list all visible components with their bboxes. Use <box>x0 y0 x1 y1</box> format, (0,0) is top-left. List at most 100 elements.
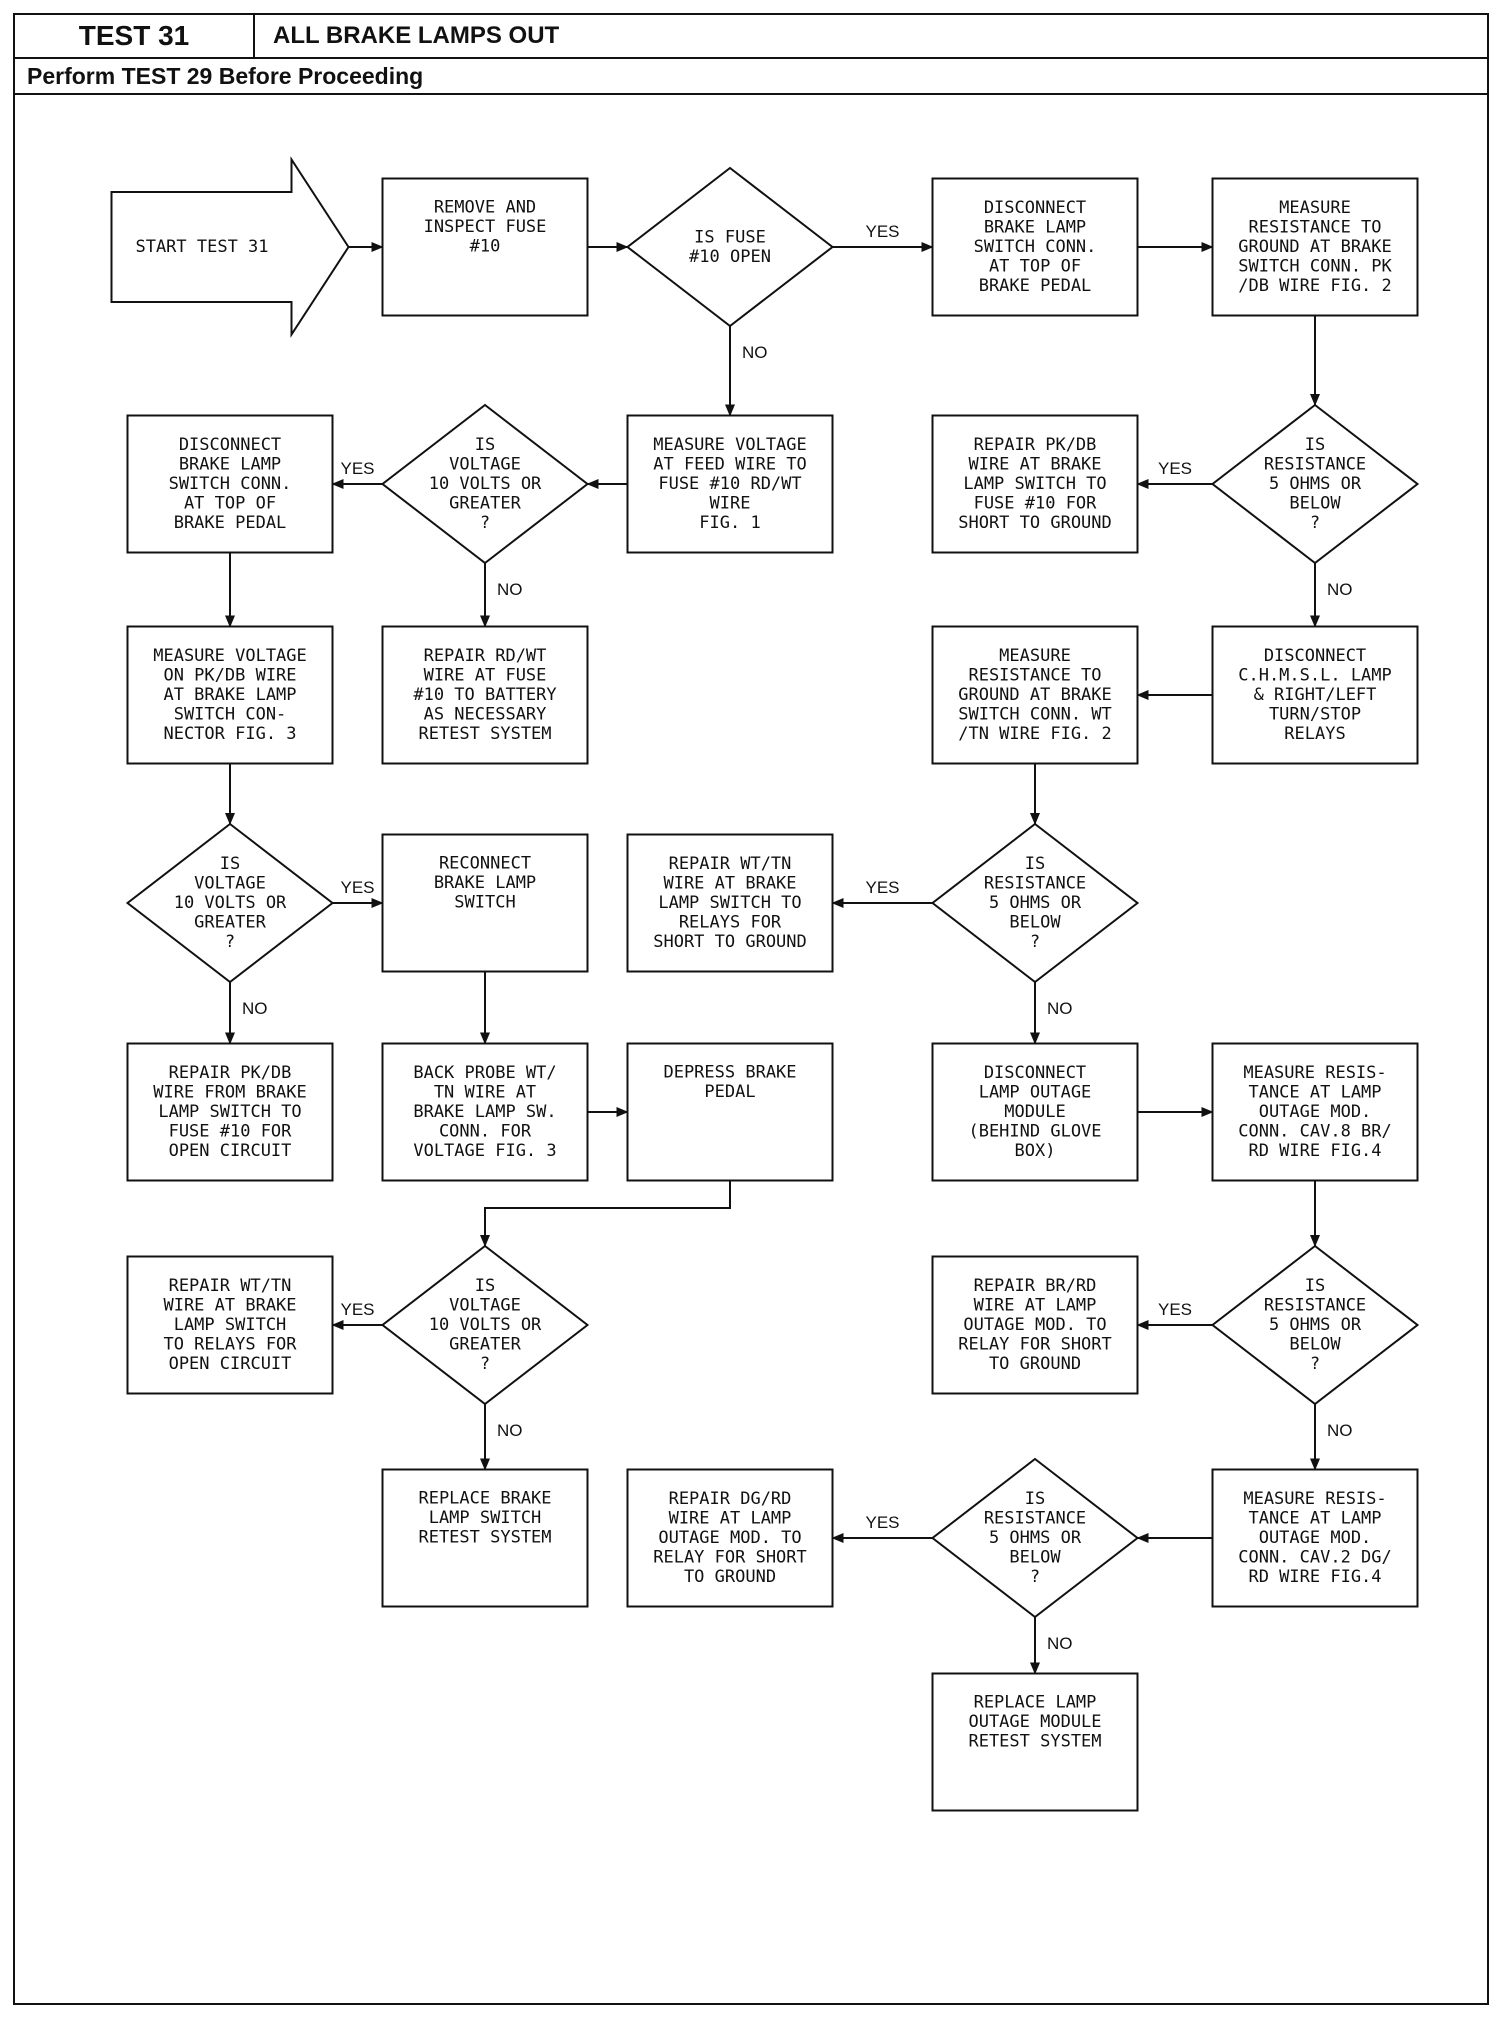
node-shape <box>125 822 335 984</box>
node-text-line: DEPRESS BRAKE <box>663 1063 796 1083</box>
node-text-line: #10 OPEN <box>689 247 771 267</box>
node-text-line: BRAKE LAMP <box>434 873 536 893</box>
node-text-line: LAMP SWITCH TO <box>963 474 1106 494</box>
node-text-line: WIRE AT LAMP <box>974 1296 1097 1316</box>
node-text-line: BRAKE PEDAL <box>174 513 287 533</box>
node-text-line: MEASURE RESIS- <box>1243 1063 1386 1083</box>
node-text-line: RESISTANCE <box>984 1509 1086 1529</box>
node-text-line: VOLTAGE <box>449 455 521 475</box>
node-shape <box>381 625 589 765</box>
node-text-line: TO GROUND <box>989 1354 1081 1374</box>
node-shape <box>1210 1244 1420 1406</box>
edge-label-no: NO <box>1327 1421 1353 1440</box>
node-text-line: SWITCH CONN. <box>169 474 292 494</box>
node-text-line: BRAKE LAMP <box>984 218 1086 238</box>
node-text-line: RD WIRE FIG.4 <box>1248 1141 1381 1161</box>
node-text-line: INSPECT FUSE <box>424 217 547 237</box>
node-text-line: IS <box>1305 435 1325 455</box>
edge-label-no: NO <box>497 1421 523 1440</box>
node-text-line: AT TOP OF <box>184 494 276 514</box>
node-shape <box>380 403 590 565</box>
node-shape <box>626 414 834 554</box>
node-shape <box>930 1457 1140 1619</box>
node-text-line: SWITCH CONN. PK <box>1238 257 1392 277</box>
node-text-line: SWITCH <box>454 893 515 913</box>
node-text-line: IS FUSE <box>694 227 766 247</box>
node-text-line: SWITCH CON- <box>174 705 287 725</box>
node-shape <box>1211 625 1419 765</box>
node-shape <box>1211 1042 1419 1182</box>
edge-label-yes: YES <box>340 878 374 897</box>
node-text-line: ? <box>1030 932 1040 952</box>
node-text-line: IS <box>220 854 240 874</box>
node-shape <box>381 1468 589 1608</box>
prerequisite-note: Perform TEST 29 Before Proceeding <box>15 59 1487 95</box>
node-text-line: TO GROUND <box>684 1567 776 1587</box>
node-text-line: FIG. 1 <box>699 513 760 533</box>
edge-label-no: NO <box>1327 580 1353 599</box>
diagram-frame: TEST 31 ALL BRAKE LAMPS OUT Perform TEST… <box>13 13 1489 2005</box>
node-text-line: GROUND AT BRAKE <box>1238 237 1392 257</box>
node-text-line: RELAY FOR SHORT <box>958 1335 1112 1355</box>
node-text-line: & RIGHT/LEFT <box>1254 685 1377 705</box>
node-text-line: WIRE FROM BRAKE <box>153 1083 307 1103</box>
node-text-line: PEDAL <box>704 1082 755 1102</box>
node-text-line: RETEST SYSTEM <box>968 1732 1101 1752</box>
node-shape <box>126 1255 334 1395</box>
node-shape <box>126 1042 334 1182</box>
edge-label-yes: YES <box>865 222 899 241</box>
node-text-line: MEASURE RESIS- <box>1243 1489 1386 1509</box>
node-text-line: MEASURE VOLTAGE <box>153 646 307 666</box>
node-text-line: RECONNECT <box>439 854 531 874</box>
node-text-line: FUSE #10 RD/WT <box>658 474 801 494</box>
edge-label-yes: YES <box>1158 459 1192 478</box>
node-shape <box>625 166 835 328</box>
decision-d-fuse-open: IS FUSE#10 OPEN <box>625 166 835 328</box>
node-text-line: FUSE #10 FOR <box>169 1122 293 1142</box>
node-text-line: LAMP SWITCH TO <box>658 893 801 913</box>
node-text-line: CONN. CAV.8 BR/ <box>1238 1122 1392 1142</box>
node-text-line: WIRE AT BRAKE <box>163 1296 296 1316</box>
node-text-line: WIRE AT BRAKE <box>663 874 796 894</box>
node-text-line: ON PK/DB WIRE <box>163 666 296 686</box>
node-text-line: GREATER <box>194 913 266 933</box>
node-text-line: SWITCH CONN. WT <box>958 705 1112 725</box>
node-text-line: /DB WIRE FIG. 2 <box>1238 276 1392 296</box>
node-text-line: REPLACE BRAKE <box>418 1489 551 1509</box>
edge-label-no: NO <box>742 343 768 362</box>
node-text-line: BRAKE LAMP SW. <box>413 1102 556 1122</box>
node-shape <box>626 1468 834 1608</box>
node-text-line: BELOW <box>1009 913 1061 933</box>
node-text-line: RELAY FOR SHORT <box>653 1548 807 1568</box>
node-text-line: AT BRAKE LAMP <box>163 685 296 705</box>
node-text-line: SWITCH CONN. <box>974 237 1097 257</box>
edge-label-no: NO <box>1047 999 1073 1018</box>
node-text-line: ? <box>1030 1567 1040 1587</box>
edge-label-yes: YES <box>865 878 899 897</box>
node-text-line: BACK PROBE WT/ <box>413 1063 556 1083</box>
node-text-line: 10 VOLTS OR <box>429 474 542 494</box>
node-text-line: BOX) <box>1015 1141 1056 1161</box>
node-text-line: TANCE AT LAMP <box>1248 1083 1381 1103</box>
node-shape <box>381 177 589 317</box>
node-text-line: RELAYS FOR <box>679 913 782 933</box>
node-text-line: GREATER <box>449 494 521 514</box>
node-text-line: TN WIRE AT <box>434 1083 536 1103</box>
node-text-line: FUSE #10 FOR <box>974 494 1098 514</box>
node-text-line: #10 <box>470 237 501 257</box>
